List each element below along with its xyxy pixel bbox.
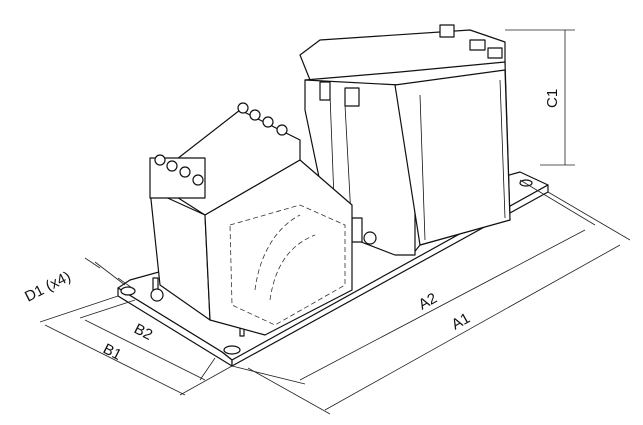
terminal-block-top xyxy=(237,102,288,136)
small-transformer xyxy=(149,102,353,336)
dimension-label-d1: D1 (x4) xyxy=(22,268,74,305)
dimension-label-a1: A1 xyxy=(449,310,473,334)
dimension-label-b1: B1 xyxy=(100,340,124,363)
dimension-label-c1: C1 xyxy=(544,89,561,108)
dimension-label-a2: A2 xyxy=(416,290,440,314)
terminal-block-front xyxy=(149,154,206,199)
dimension-lines xyxy=(39,29,631,415)
dimension-label-b2: B2 xyxy=(131,320,155,343)
large-transformer xyxy=(299,24,511,256)
